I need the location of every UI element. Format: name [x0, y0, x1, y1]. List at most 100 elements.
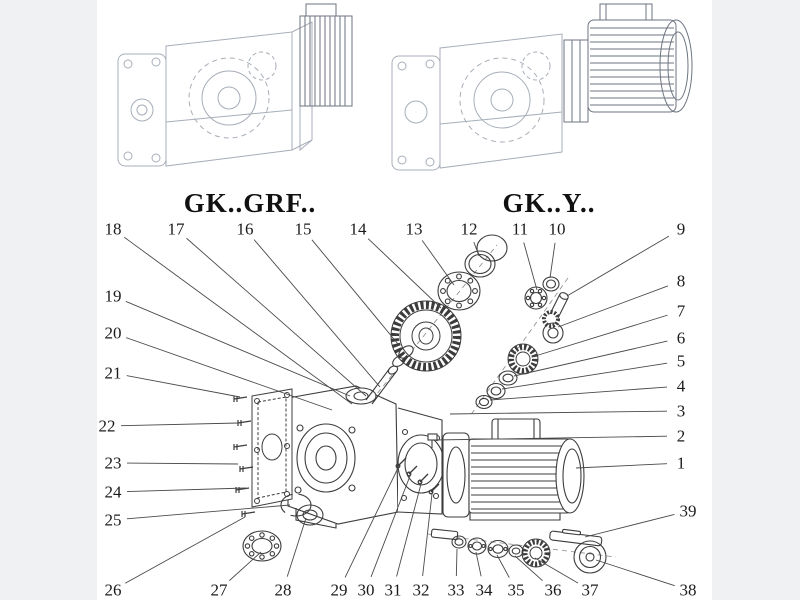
leader-line-11 [523, 242, 538, 291]
right-margin [712, 0, 800, 600]
part-number-28: 28 [275, 581, 292, 600]
part-number-3: 3 [677, 402, 686, 421]
leader-line-17 [186, 237, 367, 397]
leader-line-12 [473, 241, 480, 257]
leader-line-25 [126, 504, 291, 520]
leader-line-31 [396, 483, 422, 577]
part-number-23: 23 [105, 454, 122, 473]
part-number-6: 6 [677, 329, 686, 348]
gearbox-y-drawing [391, 3, 693, 171]
leader-line-26 [125, 516, 246, 584]
leader-line-29 [344, 467, 399, 578]
part-number-11: 11 [512, 220, 528, 239]
leader-line-10 [549, 242, 556, 279]
part-number-5: 5 [677, 352, 686, 371]
part-number-35: 35 [508, 581, 525, 600]
part-number-14: 14 [350, 220, 368, 239]
leader-line-19 [125, 301, 351, 397]
part-number-31: 31 [385, 581, 402, 600]
exploded-housing [287, 385, 445, 529]
part-number-33: 33 [448, 581, 465, 600]
leader-line-1 [575, 463, 668, 469]
leader-line-14 [367, 238, 442, 309]
output-shaft-parts [430, 528, 607, 574]
part-number-8: 8 [677, 272, 686, 291]
leader-line-24 [126, 487, 247, 493]
part-number-24: 24 [105, 483, 123, 502]
left-margin [0, 0, 97, 600]
motor-drawing-exploded [442, 418, 585, 521]
leader-line-37 [534, 557, 579, 584]
cover-screws [233, 396, 256, 517]
leader-line-16 [253, 239, 381, 388]
leader-line-2 [433, 435, 668, 441]
leader-line-13 [421, 240, 455, 286]
leader-line-4 [489, 386, 668, 401]
leader-line-36 [514, 555, 543, 582]
input-shaft-parts [365, 345, 414, 405]
part-number-16: 16 [237, 220, 254, 239]
leader-line-6 [513, 340, 668, 377]
part-number-9: 9 [677, 220, 686, 239]
leader-line-5 [501, 362, 668, 390]
lower-left-bearing-parts [242, 493, 324, 562]
flange-screws [395, 457, 440, 495]
part-number-10: 10 [549, 220, 566, 239]
part-number-27: 27 [211, 581, 229, 600]
variant-title-right: GK..Y.. [502, 188, 595, 218]
breather-plug [427, 433, 438, 448]
part-number-36: 36 [545, 581, 562, 600]
input-gear [390, 300, 462, 372]
finned-adapter [299, 3, 353, 107]
leader-line-18 [124, 236, 353, 405]
part-number-30: 30 [358, 581, 375, 600]
leader-line-20 [126, 337, 333, 411]
part-number-15: 15 [295, 220, 312, 239]
part-number-25: 25 [105, 511, 122, 530]
part-number-29: 29 [331, 581, 348, 600]
leader-line-35 [496, 554, 510, 578]
leader-line-3 [449, 410, 668, 415]
part-number-37: 37 [582, 581, 600, 600]
leader-line-38 [595, 559, 675, 587]
leader-line-27 [229, 551, 262, 581]
leader-line-21 [126, 375, 241, 398]
side-cover-plate [251, 388, 293, 508]
leader-line-7 [531, 314, 668, 358]
leader-line-8 [557, 285, 669, 328]
part-number-13: 13 [406, 220, 423, 239]
leader-line-9 [566, 235, 670, 297]
input-bearing [437, 234, 508, 311]
leader-line-22 [120, 422, 239, 427]
motor-reference [563, 3, 693, 123]
bevel-pinion-parts [475, 276, 569, 410]
part-number-4: 4 [677, 377, 686, 396]
part-number-38: 38 [680, 581, 697, 600]
leader-line-32 [422, 493, 433, 577]
part-number-7: 7 [677, 302, 686, 321]
part-number-22: 22 [99, 417, 116, 436]
part-number-26: 26 [105, 581, 122, 600]
part-number-34: 34 [476, 581, 494, 600]
part-number-20: 20 [105, 324, 122, 343]
variant-title-left: GK..GRF.. [184, 188, 317, 218]
leader-line-30 [370, 475, 411, 578]
leader-line-33 [455, 548, 458, 577]
part-number-18: 18 [105, 220, 122, 239]
leader-line-23 [126, 462, 239, 465]
part-number-12: 12 [461, 220, 478, 239]
leader-line-34 [475, 551, 482, 577]
part-number-19: 19 [105, 287, 122, 306]
part-number-21: 21 [105, 364, 122, 383]
gearbox-grf-drawing [117, 3, 353, 167]
part-number-17: 17 [168, 220, 186, 239]
part-number-2: 2 [677, 427, 686, 446]
part-number-39: 39 [680, 502, 697, 521]
leader-line-15 [311, 239, 399, 345]
part-number-32: 32 [413, 581, 430, 600]
part-number-1: 1 [677, 454, 686, 473]
leader-line-39 [584, 513, 675, 538]
